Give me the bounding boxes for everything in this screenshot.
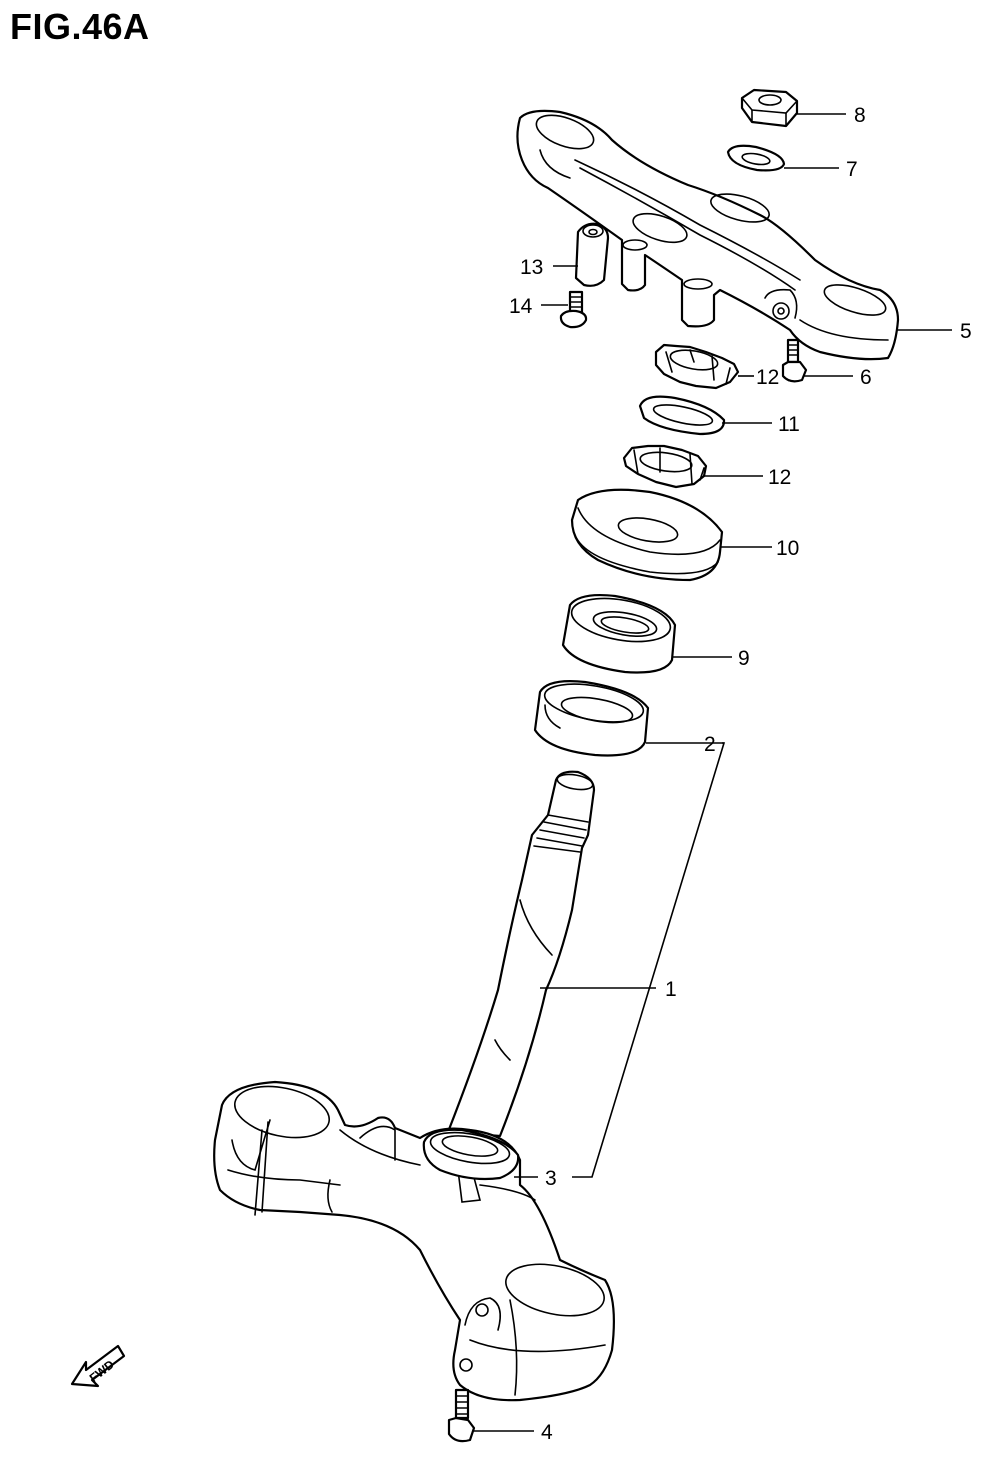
callout-1: 1 — [665, 978, 677, 1001]
screw[interactable] — [559, 290, 588, 329]
upper-bearing[interactable] — [561, 592, 677, 674]
stem-nut-lower[interactable] — [622, 444, 708, 489]
cushion[interactable] — [574, 222, 610, 287]
lock-washer[interactable] — [638, 395, 726, 436]
leader-lines — [474, 113, 952, 1432]
callout-3: 3 — [545, 1167, 557, 1190]
callout-8: 8 — [854, 104, 866, 127]
callout-5: 5 — [960, 320, 972, 343]
washer[interactable] — [726, 144, 786, 172]
callout-6: 6 — [860, 366, 872, 389]
callout-10: 10 — [776, 537, 799, 560]
dust-cover[interactable] — [570, 488, 724, 582]
steering-stem-lower-bracket[interactable] — [213, 770, 615, 1402]
callout-9: 9 — [738, 647, 750, 670]
dust-seal[interactable] — [422, 1127, 520, 1181]
lower-bearing[interactable] — [533, 678, 650, 757]
lower-clamp-bolt[interactable] — [447, 1388, 476, 1443]
callout-labels: 8 7 13 14 5 12 6 11 12 10 9 2 1 3 4 — [509, 104, 972, 1444]
upper-clamp-bolt[interactable] — [781, 338, 808, 383]
figure-title: FIG.46A — [10, 6, 150, 47]
callout-2: 2 — [704, 733, 716, 756]
stem-nut-upper[interactable] — [654, 343, 740, 390]
callout-4: 4 — [541, 1421, 553, 1444]
callout-7: 7 — [846, 158, 858, 181]
upper-bracket[interactable] — [516, 109, 900, 361]
callout-11: 11 — [778, 413, 800, 436]
callout-13: 13 — [520, 256, 543, 279]
callout-12a: 12 — [756, 366, 779, 389]
callout-14: 14 — [509, 295, 533, 318]
fwd-arrow-icon: FWD — [70, 1344, 126, 1388]
callout-12b: 12 — [768, 466, 791, 489]
stem-head-nut[interactable] — [740, 88, 799, 128]
